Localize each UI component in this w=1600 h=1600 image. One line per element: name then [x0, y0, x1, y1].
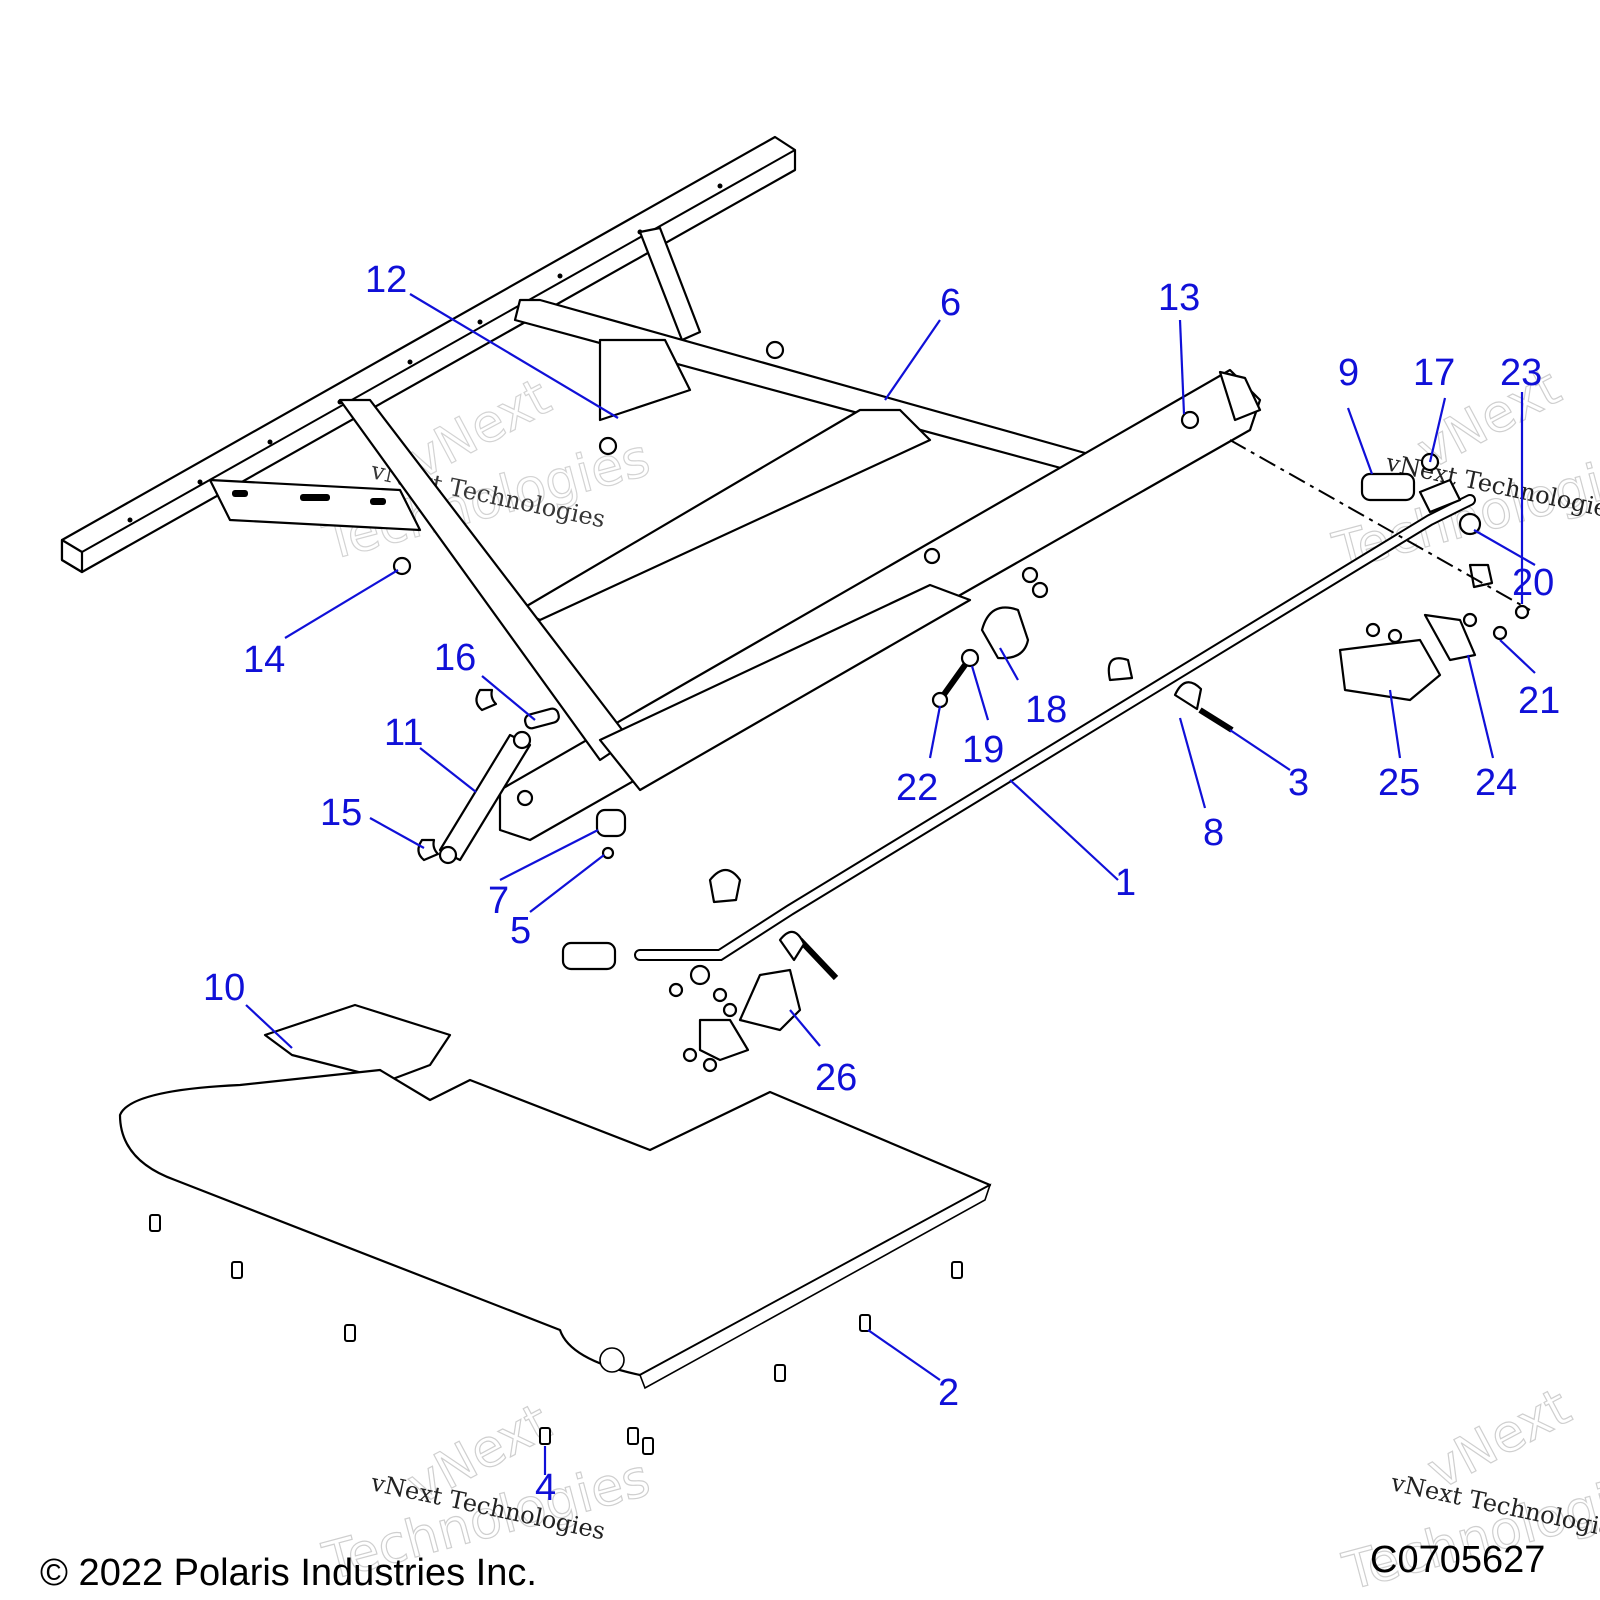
callout-26: 26: [815, 1057, 857, 1099]
washer-19: [960, 648, 980, 668]
grommet-mid: [923, 547, 941, 565]
bracket-25: [1338, 638, 1442, 702]
bushing-right: [1360, 472, 1416, 502]
nut-18a: [1021, 566, 1039, 584]
figure-code: C0705627: [1370, 1539, 1545, 1581]
callout-9: 9: [1338, 352, 1359, 394]
nut-18b: [1031, 581, 1049, 599]
bracket-24: [1423, 613, 1477, 662]
hair-pin-clip: [417, 838, 440, 862]
callout-14: 14: [243, 639, 285, 681]
callout-17: 17: [1413, 352, 1455, 394]
copyright: © 2022 Polaris Industries Inc.: [40, 1552, 537, 1594]
end-link-18: [980, 606, 1030, 660]
bolt-21: [1492, 625, 1508, 641]
bumper: [595, 808, 627, 838]
bushing-left: [561, 941, 617, 971]
callouts: 1 2 3 4 5 6 7 8 9 10 11 12 13 14 15 16 1…: [203, 259, 1560, 1509]
callout-16: 16: [434, 637, 476, 679]
gas-strut: [438, 730, 532, 865]
callout-12: 12: [365, 259, 407, 301]
callout-20: 20: [1512, 562, 1554, 604]
clamp-upper: [1107, 657, 1134, 682]
callout-24: 24: [1475, 762, 1517, 804]
grommet-top: [765, 340, 785, 360]
leader-lines: [245, 293, 1536, 1475]
callout-4: 4: [535, 1467, 556, 1509]
grommet-left: [516, 789, 534, 807]
side-plate: [598, 583, 972, 792]
upper-strap: [638, 226, 702, 342]
rear-bracket: [208, 478, 422, 532]
callout-19: 19: [962, 729, 1004, 771]
clamp-8: [1173, 681, 1203, 711]
nut-22: [931, 691, 949, 709]
callout-7: 7: [488, 880, 509, 922]
grommet-13: [1180, 410, 1200, 430]
callout-2: 2: [938, 1372, 959, 1414]
callout-6: 6: [940, 282, 961, 324]
callout-10: 10: [203, 967, 245, 1009]
bracket-assembly-26: [668, 868, 839, 1073]
callout-11: 11: [384, 712, 423, 754]
center-line: [1229, 439, 1531, 611]
callout-13: 13: [1158, 277, 1200, 319]
pin: [523, 707, 560, 730]
bolt-25b: [1387, 628, 1403, 644]
frame-crossbar: [513, 298, 1112, 622]
bolt-3: [1198, 707, 1234, 733]
callout-23: 23: [1500, 352, 1542, 394]
bolt-21b: [1462, 612, 1478, 628]
callout-25: 25: [1378, 762, 1420, 804]
callout-18: 18: [1025, 689, 1067, 731]
skid-plate: [118, 1003, 992, 1390]
bumper-screw: [601, 846, 615, 860]
callout-5: 5: [510, 910, 531, 952]
callout-1: 1: [1115, 862, 1136, 904]
bolt-25a: [1365, 622, 1381, 638]
skid-screws: [149, 1214, 963, 1455]
callout-21: 21: [1518, 680, 1560, 722]
sway-bar: [634, 494, 1476, 961]
callout-15: 15: [320, 792, 362, 834]
rear-tube: [60, 135, 797, 574]
callout-3: 3: [1288, 762, 1309, 804]
watermark-right: vNext Technologies vNext Technologies: [1326, 357, 1600, 584]
rear-bracket-slots: [232, 490, 386, 505]
callout-22: 22: [896, 767, 938, 809]
callout-8: 8: [1203, 812, 1224, 854]
grommet-12: [598, 436, 618, 456]
hair-pin-clip-upper: [475, 688, 498, 712]
